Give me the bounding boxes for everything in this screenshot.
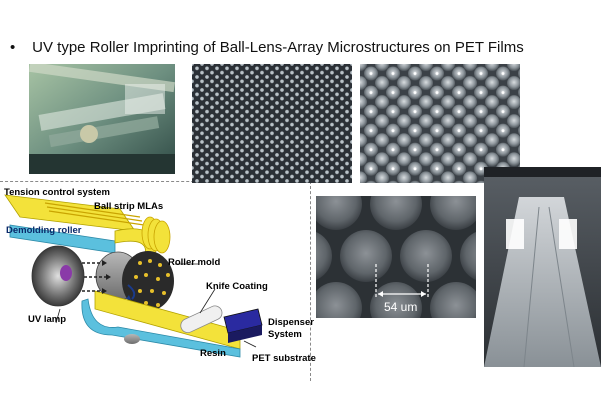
label-ball-strip: Ball strip MLAs: [94, 201, 164, 212]
bullet: •: [10, 39, 16, 56]
label-uv-lamp: UV lamp: [28, 314, 67, 325]
label-tension-control: Tension control system: [4, 187, 110, 198]
label-dispenser: Dispenser: [268, 317, 314, 328]
pet-film-photo: [484, 167, 601, 367]
mla-micrograph-dense: [192, 64, 352, 183]
label-pet-substrate: PET substrate: [252, 353, 316, 364]
mla-micrograph-zoom: 54 um: [316, 196, 476, 318]
title-text: UV type Roller Imprinting of Ball-Lens-A…: [32, 39, 524, 56]
dashed-divider-vertical: [310, 181, 311, 381]
slide-title: • UV type Roller Imprinting of Ball-Lens…: [10, 39, 524, 56]
label-resin: Resin: [200, 348, 226, 359]
mla-micrograph-medium: [360, 64, 520, 183]
scale-bar-label: 54 um: [384, 300, 418, 314]
label-roller-mold: Roller mold: [168, 257, 221, 268]
label-knife-coating: Knife Coating: [206, 281, 268, 292]
label-dispenser-system: System: [268, 329, 302, 340]
roller-imprint-diagram: Tension control system Ball strip MLAs D…: [0, 181, 316, 371]
dashed-divider-horizontal: [0, 181, 310, 182]
machine-photo: [29, 64, 175, 174]
label-demolding-roller: Demolding roller: [6, 225, 82, 236]
